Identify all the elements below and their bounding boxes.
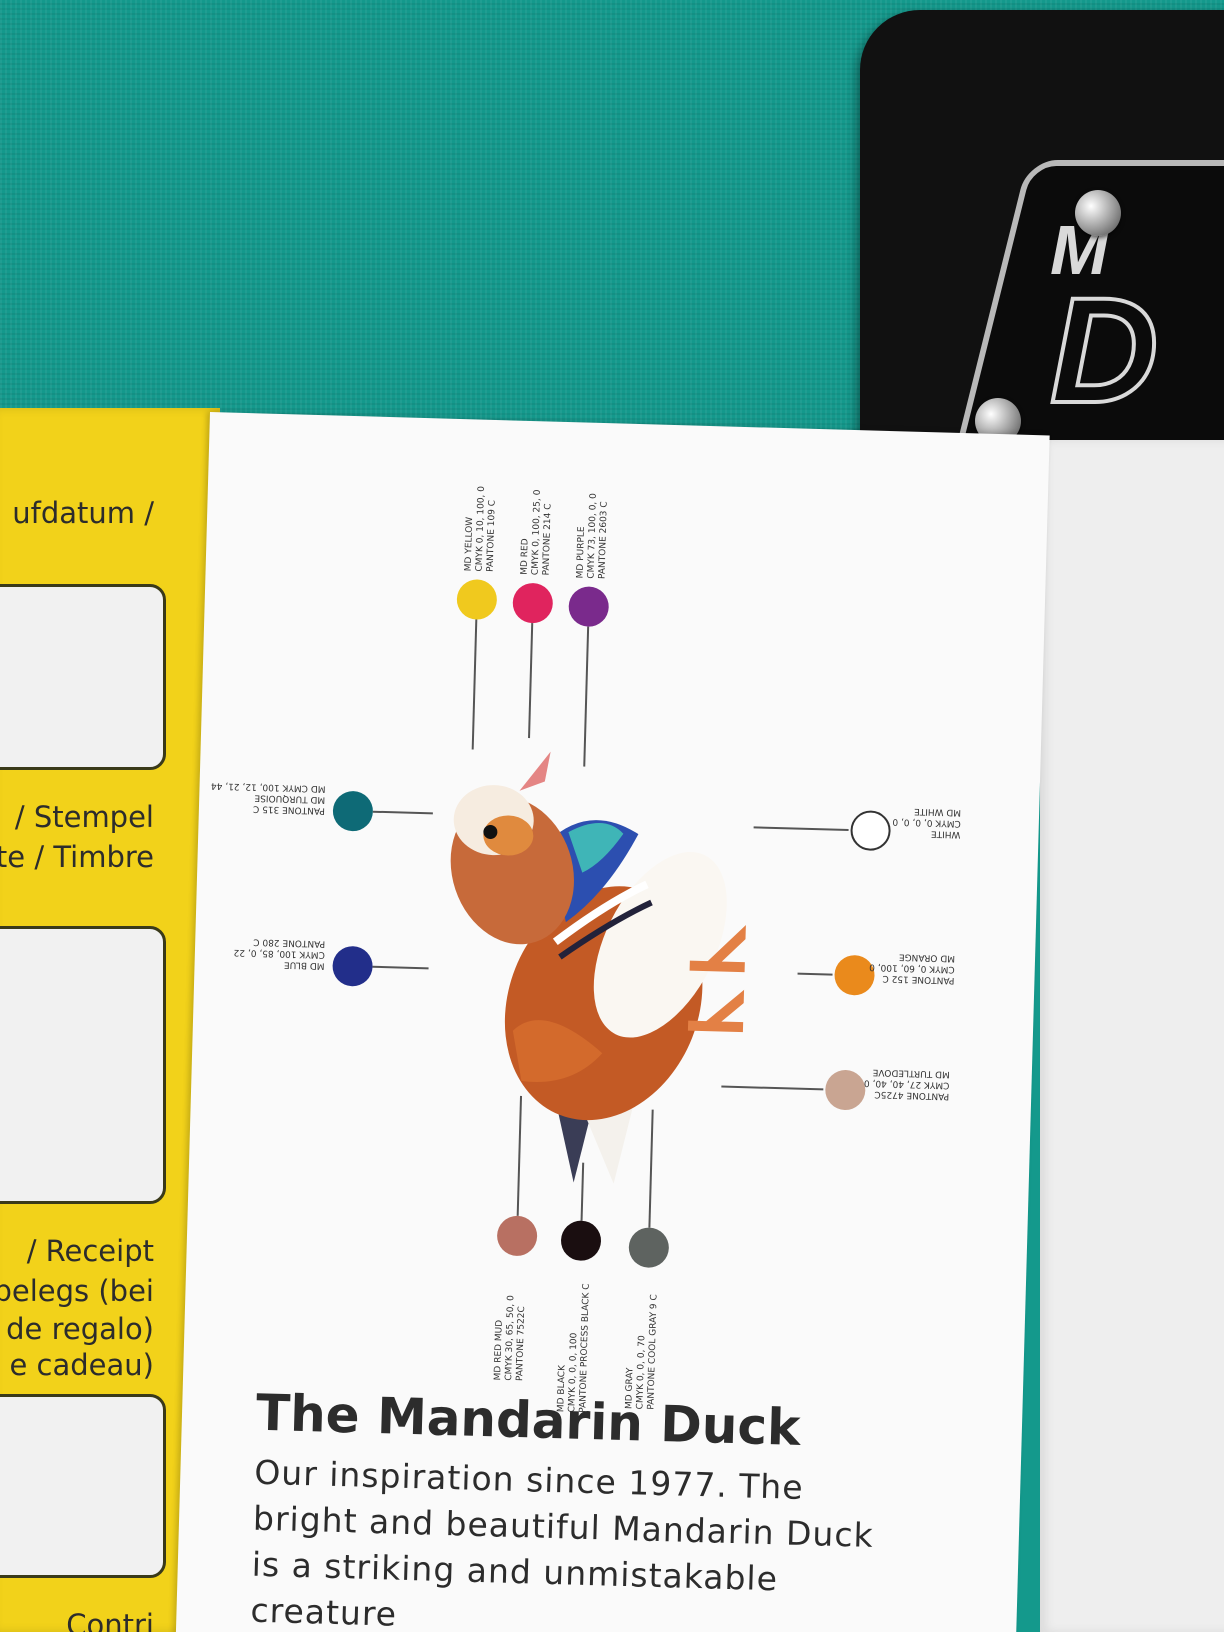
label-purple: MD PURPLE CMYK 73, 100, 0, 0 PANTONE 260… — [575, 493, 610, 579]
yellow-field-box-3 — [0, 1394, 166, 1578]
yellow-field-box-1 — [0, 584, 166, 770]
label-turtledove-name: MD TURTLEDOVE — [872, 1066, 950, 1079]
swatch-red — [512, 582, 554, 624]
label-red: MD RED CMYK 0, 100, 25, 0 PANTONE 214 C — [520, 489, 555, 575]
label-turtledove: PANTONE 4725C CMYK 27, 40, 40, 0 MD TURT… — [864, 1066, 950, 1101]
yellow-text-3: nte / Timbre — [0, 840, 154, 874]
label-red-pantone: PANTONE 214 C — [541, 503, 554, 576]
swatch-purple — [568, 586, 610, 628]
rivet-top — [1075, 190, 1121, 236]
mandarin-duck-card: MD YELLOW CMYK 0, 10, 100, 0 PANTONE 109… — [175, 412, 1050, 1632]
mandarin-duck-illustration — [450, 751, 751, 1184]
swatch-orange-line — [797, 972, 833, 976]
yellow-text-1: ufdatum / — [12, 496, 154, 530]
card-body-text: Our inspiration since 1977. The bright a… — [250, 1452, 875, 1632]
swatch-mud — [496, 1215, 538, 1257]
next-booklet-page — [1040, 440, 1224, 1632]
swatch-red-line — [528, 623, 534, 739]
brand-logo-line2: D — [1048, 266, 1160, 434]
label-mud: MD RED MUD CMYK 30, 65, 50, 0 PANTONE 75… — [493, 1295, 528, 1381]
label-white-pantone: WHITE — [930, 828, 961, 840]
yellow-text-5: belegs (bei — [0, 1274, 154, 1308]
label-orange: PANTONE 152 C CMYK 0, 60, 100, 0 MD ORAN… — [869, 950, 955, 985]
label-gray-pantone: PANTONE COOL GRAY 9 C — [646, 1294, 660, 1410]
label-mud-pantone: PANTONE 7522C — [515, 1306, 528, 1382]
swatch-turquoise-line — [372, 810, 433, 815]
label-purple-pantone: PANTONE 2603 C — [597, 501, 610, 580]
swatch-turtledove — [824, 1069, 866, 1111]
swatch-blue-line — [372, 965, 429, 970]
swatch-yellow-line — [471, 619, 478, 750]
yellow-booklet-page: ufdatum / / Stempel nte / Timbre / Recei… — [0, 408, 220, 1632]
label-white: WHITE CMYK 0, 0, 0, 0 MD WHITE — [892, 804, 961, 839]
yellow-text-4: / Receipt — [26, 1234, 154, 1268]
label-white-cmyk: CMYK 0, 0, 0, 0 — [892, 816, 961, 829]
yellow-text-2: / Stempel — [14, 800, 154, 834]
label-gray: MD GRAY CMYK 0, 0, 0, 70 PANTONE COOL GR… — [624, 1294, 660, 1410]
yellow-field-box-2 — [0, 926, 166, 1204]
label-turquoise: PANTONE 315 C MD TURQUOISE MD CMYK 100, … — [210, 779, 326, 815]
swatch-blue — [332, 945, 374, 987]
swatch-white — [850, 810, 892, 852]
swatch-purple-line — [583, 626, 590, 767]
yellow-text-7: e cadeau) — [9, 1348, 155, 1382]
swatch-gray — [628, 1227, 670, 1269]
brand-logo: M D — [1048, 215, 1160, 434]
swatch-turquoise — [332, 790, 374, 832]
label-blue: MD BLUE CMYK 100, 85, 0, 22 PANTONE 280 … — [233, 935, 325, 970]
swatch-white-line — [753, 826, 849, 831]
yellow-text-6: de regalo) — [6, 1312, 154, 1346]
label-yellow: MD YELLOW CMYK 0, 10, 100, 0 PANTONE 109… — [464, 486, 499, 572]
swatch-black — [560, 1220, 602, 1262]
card-title: The Mandarin Duck — [255, 1383, 802, 1457]
yellow-text-8: Contri — [66, 1608, 154, 1632]
label-yellow-pantone: PANTONE 109 C — [485, 499, 498, 573]
swatch-yellow — [456, 578, 498, 621]
